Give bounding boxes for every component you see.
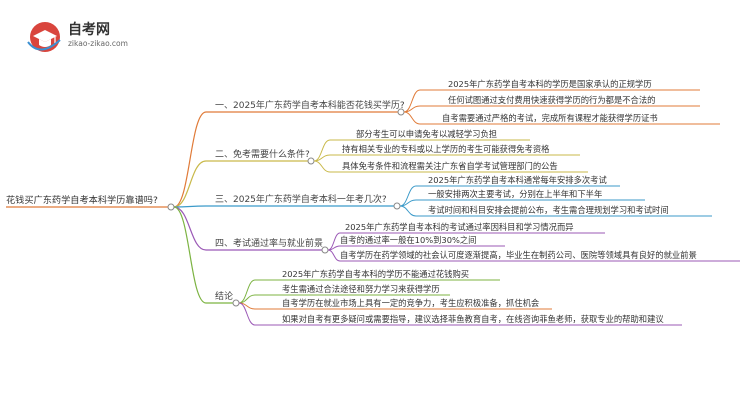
branch-1-leaf-3: 自考需要通过严格的考试，完成所有课程才能获得学历证书 <box>442 113 658 123</box>
branch-4-leaf-1: 2025年广东药学自考本科的考试通过率因科目和学习情况而异 <box>345 222 574 232</box>
branch-2[interactable]: 二、免考需要什么条件? 部分考生可以申请免考以减轻学习负担 持有相关专业的专科或… <box>206 129 588 173</box>
branch-4-label: 四、考试通过率与就业前景 <box>215 237 323 249</box>
branch-1[interactable]: 一、2025年广东药学自考本科能否花钱买学历? 2025年广东药学自考本科的学历… <box>206 79 720 125</box>
branch-2-label: 二、免考需要什么条件? <box>215 148 310 160</box>
branch-5-leaf-3: 自考学历在就业市场上具有一定的竞争力，考生应积极准备，抓住机会 <box>282 298 539 308</box>
branch-5-leaf-4: 如果对自考有更多疑问或需要指导，建议选择菲鱼教育自考，在线咨询菲鱼老师，获取专业… <box>282 314 664 324</box>
branch-1-leaf-1: 2025年广东药学自考本科的学历是国家承认的正规学历 <box>448 79 652 89</box>
branch-3-leaf-2: 一般安排两次主要考试，分别在上半年和下半年 <box>428 189 602 199</box>
branch-3[interactable]: 三、2025年广东药学自考本科一年考几次? 2025年广东药学自考本科通常每年安… <box>206 175 712 217</box>
branch-5-leaf-2: 考生需通过合法途径和努力学习来获得学历 <box>282 284 440 294</box>
branch-1-leaf-2: 任何试图通过支付费用快速获得学历的行为都是不合法的 <box>448 95 655 105</box>
branch-3-leaf-1: 2025年广东药学自考本科通常每年安排多次考试 <box>428 175 607 185</box>
branch-5-label: 结论 <box>215 290 233 302</box>
branch-1-label: 一、2025年广东药学自考本科能否花钱买学历? <box>215 99 405 111</box>
root-label: 花钱买广东药学自考本科学历靠谱吗? <box>6 194 158 206</box>
graduation-cap-icon <box>27 22 61 52</box>
branch-5[interactable]: 结论 2025年广东药学自考本科的学历不能通过花钱购买 考生需通过合法途径和努力… <box>206 269 682 326</box>
branch-2-leaf-2: 持有相关专业的专科或以上学历的考生可能获得免考资格 <box>342 144 550 154</box>
branch-3-leaf-3: 考试时间和科目安排会提前公布，考生需合理规划学习和考试时间 <box>428 205 669 215</box>
site-logo[interactable]: 自考网 zikao-zikao.com <box>27 21 128 52</box>
site-logo-url: zikao-zikao.com <box>68 39 128 48</box>
root-node[interactable]: 花钱买广东药学自考本科学历靠谱吗? <box>6 194 175 211</box>
root-connectors <box>173 111 207 304</box>
branch-4-leaf-2: 自考的通过率一般在10%到30%之间 <box>340 235 476 245</box>
branch-2-leaf-1: 部分考生可以申请免考以减轻学习负担 <box>356 129 497 139</box>
branch-5-leaf-1: 2025年广东药学自考本科的学历不能通过花钱购买 <box>282 269 469 279</box>
branch-4-leaf-3: 自考学历在药学领域的社会认可度逐渐提高，毕业生在制药公司、医院等领域具有良好的就… <box>340 250 697 260</box>
branch-4[interactable]: 四、考试通过率与就业前景 2025年广东药学自考本科的考试通过率因科目和学习情况… <box>206 222 740 262</box>
site-logo-title: 自考网 <box>68 21 110 38</box>
branch-3-label: 三、2025年广东药学自考本科一年考几次? <box>215 193 387 205</box>
branch-2-leaf-3: 具体免考条件和流程需关注广东省自学考试管理部门的公告 <box>342 161 558 171</box>
